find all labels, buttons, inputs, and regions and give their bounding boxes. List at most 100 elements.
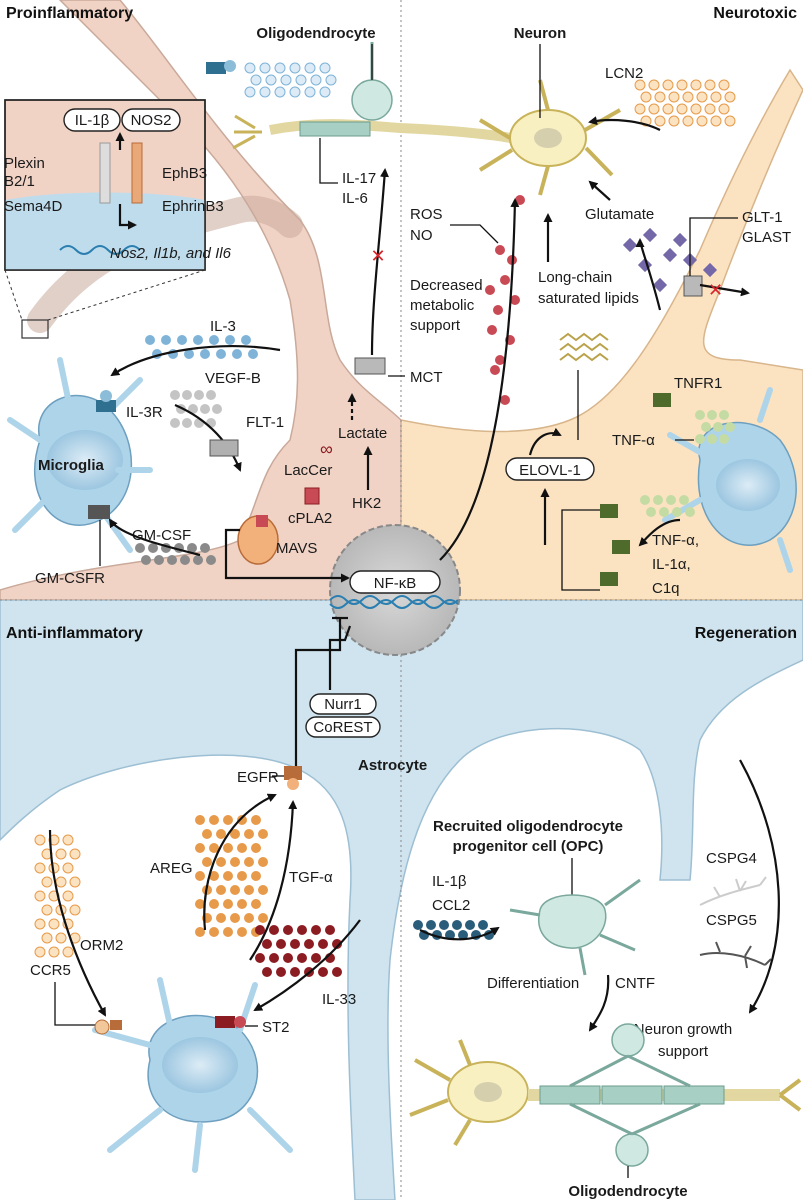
dot	[62, 946, 74, 958]
label-mct: MCT	[410, 369, 443, 386]
dot	[318, 967, 328, 977]
dot	[255, 953, 265, 963]
dot	[135, 543, 145, 553]
oligodendrocyte-top-cell	[232, 42, 522, 150]
quadrant-proinflammatory: Proinflammatory	[6, 5, 133, 22]
label-glutamate: Glutamate	[585, 206, 654, 223]
dot	[34, 862, 46, 874]
dot	[465, 920, 475, 930]
dot	[145, 335, 155, 345]
dot	[426, 920, 436, 930]
dot	[170, 390, 180, 400]
label-hk2: HK2	[352, 495, 381, 512]
glutamate-diamond	[662, 247, 678, 263]
label-ccr5: CCR5	[30, 962, 71, 979]
dot	[69, 904, 81, 916]
dot	[452, 920, 462, 930]
label-c1q: C1q	[652, 580, 680, 597]
dot	[724, 91, 736, 103]
dot	[48, 946, 60, 958]
dot	[295, 74, 307, 86]
dot	[259, 86, 271, 98]
label-longchain-1: Long-chain	[538, 269, 612, 286]
label-cspg5: CSPG5	[706, 912, 757, 929]
microglia-right-cell	[662, 387, 797, 573]
dot	[141, 555, 151, 565]
label-gmcsfr: GM-CSFR	[35, 570, 105, 587]
nfkb-label: NF-κB	[374, 575, 417, 592]
dot	[653, 495, 663, 505]
dot	[194, 390, 204, 400]
dot	[244, 86, 256, 98]
dot	[304, 62, 316, 74]
dot	[325, 74, 337, 86]
dot	[216, 885, 226, 895]
dot	[654, 115, 666, 127]
dot	[495, 355, 505, 365]
label-vegfb: VEGF-B	[205, 370, 261, 387]
dot	[258, 857, 268, 867]
quadrant-neurotoxic: Neurotoxic	[713, 5, 797, 22]
corest-inhibit-line	[328, 625, 352, 690]
tnfr1-receptor	[653, 393, 671, 407]
label-glt1: GLT-1	[742, 209, 783, 226]
dot	[41, 932, 53, 944]
dot	[55, 876, 67, 888]
label-cpla2: cPLA2	[288, 510, 332, 527]
dot	[48, 834, 60, 846]
dot	[672, 507, 682, 517]
dot	[244, 885, 254, 895]
dot	[718, 103, 730, 115]
label-differentiation: Differentiation	[487, 975, 579, 992]
glutamate-arrow	[588, 180, 611, 201]
label-tgfa: TGF-α	[289, 869, 333, 886]
dot	[289, 86, 301, 98]
dot	[269, 925, 279, 935]
dot	[311, 953, 321, 963]
oligodendrocyte-bottom-title: Oligodendrocyte	[568, 1183, 687, 1200]
label-decreased-2: metabolic	[410, 297, 475, 314]
mct-transporter	[354, 357, 386, 375]
label-egfr: EGFR	[237, 769, 279, 786]
dot	[662, 103, 674, 115]
dot	[283, 925, 293, 935]
inset-genes: Nos2, Il1b, and Il6	[110, 245, 232, 262]
dot	[274, 86, 286, 98]
glutamate-diamond	[652, 277, 668, 293]
dot	[413, 920, 423, 930]
dot	[318, 939, 328, 949]
dot	[493, 305, 503, 315]
dot	[258, 885, 268, 895]
st2-receptor	[215, 1016, 246, 1028]
dot	[458, 930, 468, 940]
inset-panel	[4, 99, 206, 271]
blocked-x-lactate: ✕	[370, 246, 385, 266]
label-glast: GLAST	[742, 229, 791, 246]
dot	[269, 953, 279, 963]
dot	[62, 834, 74, 846]
dot	[200, 404, 210, 414]
dot	[719, 410, 729, 420]
dot	[170, 418, 180, 428]
dot	[662, 79, 674, 91]
glutamate-diamonds	[622, 227, 718, 293]
corest-box	[305, 716, 381, 738]
dot	[202, 829, 212, 839]
dot	[704, 103, 716, 115]
dot	[237, 815, 247, 825]
il1b-ccl2-dots	[413, 920, 494, 940]
inset-plexin-1: Plexin	[4, 155, 45, 172]
ccr5-receptor	[94, 1019, 122, 1035]
dot	[695, 434, 705, 444]
tnf-receptors-right	[600, 504, 630, 586]
dot	[668, 115, 680, 127]
dot	[225, 335, 235, 345]
tnf-il1a-arrow	[638, 518, 681, 547]
dot	[34, 890, 46, 902]
dot	[200, 349, 210, 359]
dot	[241, 335, 251, 345]
dot	[244, 62, 256, 74]
dot	[177, 335, 187, 345]
elovl1-box	[505, 457, 595, 481]
label-decreased-1: Decreased	[410, 277, 483, 294]
